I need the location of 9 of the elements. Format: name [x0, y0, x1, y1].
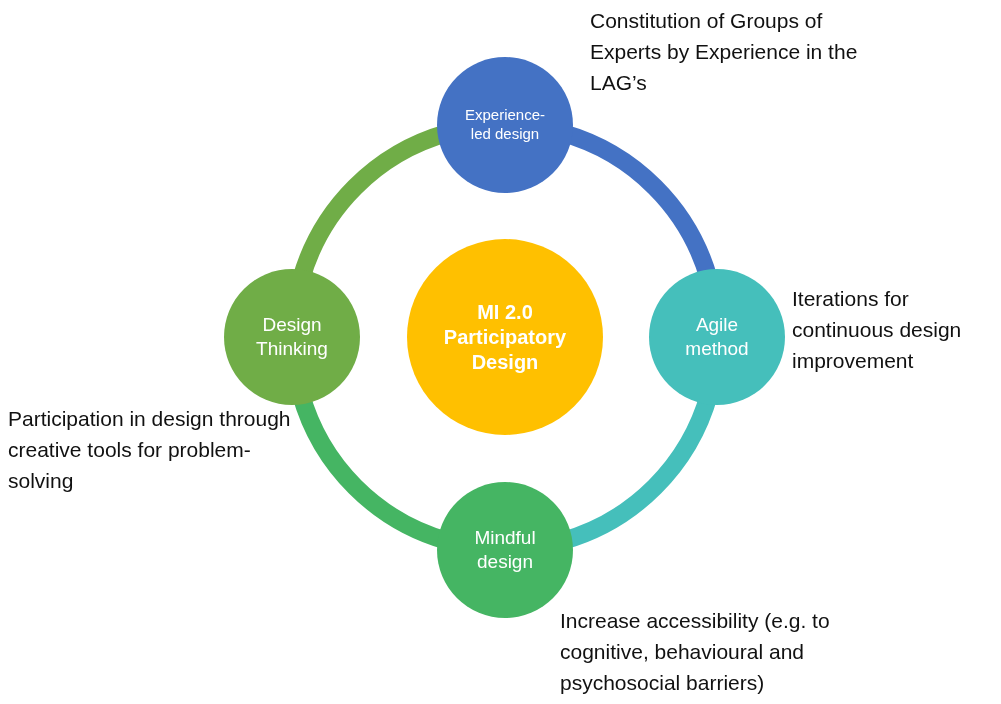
node-caption: Constitution of Groups of Experts by Experience in the LAG’s: [590, 8, 859, 96]
node-caption: Increase accessibility (e.g. to cognitive, behavioural and psychosocial barriers): [560, 608, 831, 696]
node-label: Design Thinking: [255, 313, 329, 361]
node-label: Agile method: [684, 313, 750, 361]
node-caption: Participation in design through creative tools for problem-solving: [8, 406, 292, 494]
node-label: Experience-led design: [463, 106, 546, 144]
node-label: Mindful design: [473, 526, 537, 574]
node-caption: Iterations for continuous design improvement: [792, 286, 963, 374]
node-label: MI 2.0 Participatory Design: [442, 299, 568, 375]
